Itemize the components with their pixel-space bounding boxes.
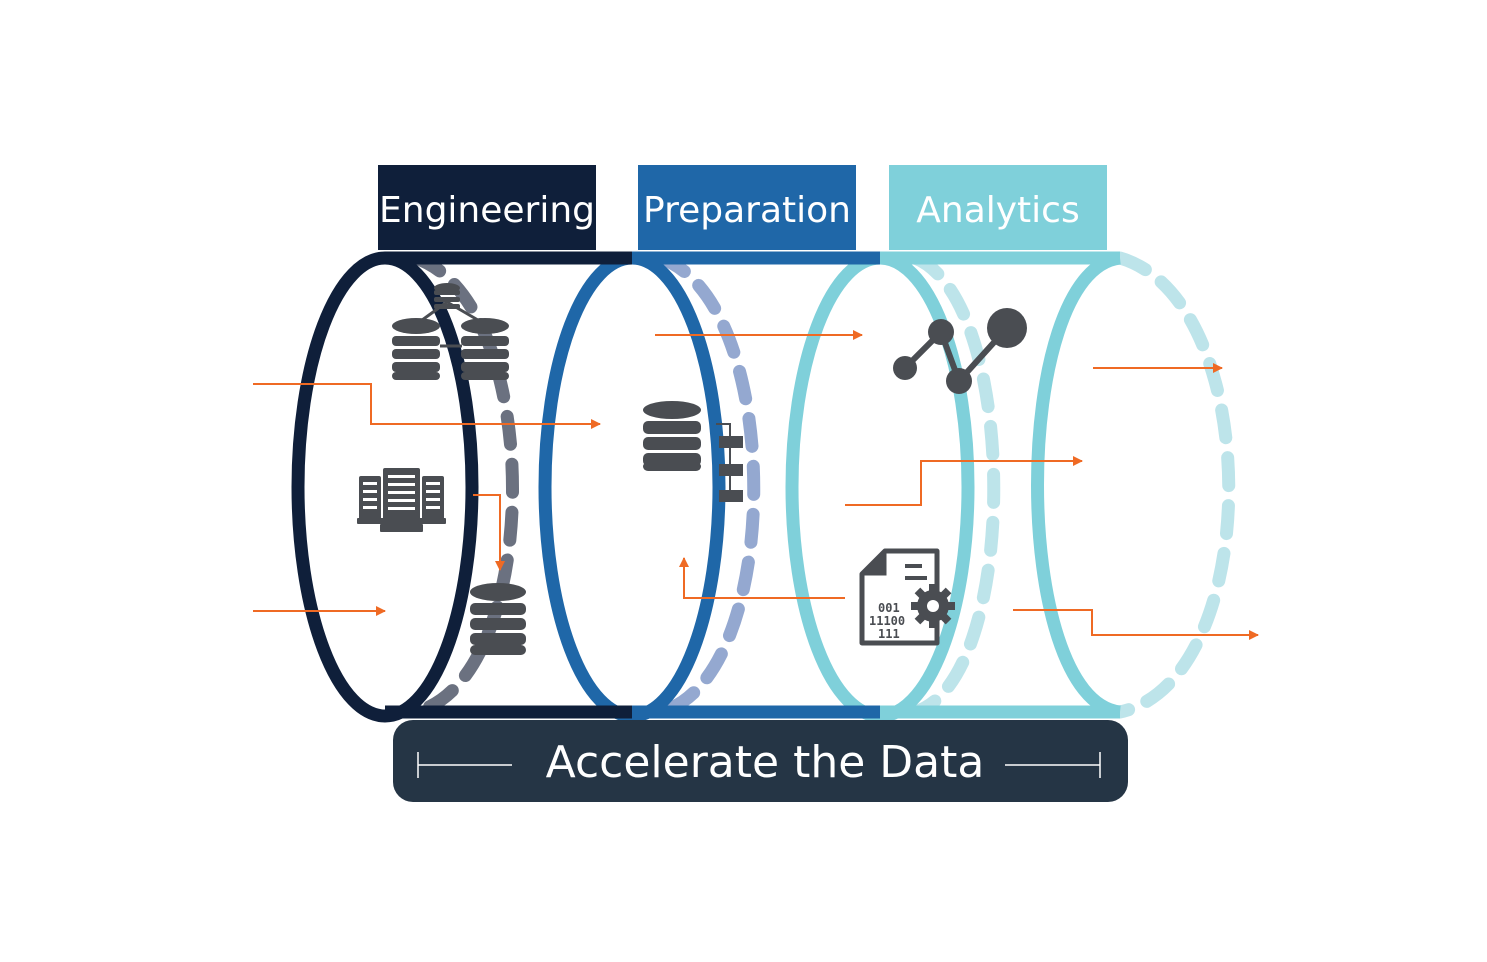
footer-right-bracket (1005, 752, 1101, 778)
tab-preparation-label: Preparation (643, 190, 851, 231)
tab-analytics: Analytics (889, 165, 1107, 250)
flow-arrow (1013, 609, 1259, 640)
flow-arrow (679, 557, 845, 599)
engineering-cylinder-back-dashed (408, 251, 519, 719)
analytics-cylinder-inner (785, 251, 1001, 723)
binary-line-3: 111 (878, 627, 900, 641)
tab-engineering-label: Engineering (379, 190, 595, 231)
footer-bar: Accelerate the Data (393, 720, 1128, 802)
tab-engineering: Engineering (378, 165, 596, 250)
binary-line-2: 11100 (869, 614, 905, 628)
flow-arrows (253, 330, 1259, 640)
server-rack-icon (357, 468, 446, 532)
binary-file-gear-icon: 001 11100 111 (859, 548, 955, 646)
footer-label: Accelerate the Data (546, 737, 985, 788)
preparation-cylinder (538, 251, 761, 723)
flow-arrow (845, 456, 1083, 506)
database-split-icon (643, 401, 743, 502)
flow-arrow (473, 494, 505, 571)
footer-left-bracket (417, 752, 512, 778)
line-graph-icon (893, 308, 1027, 394)
preparation-cylinder-back-dashed (653, 251, 761, 719)
binary-line-1: 001 (878, 601, 900, 615)
gear-icon (911, 584, 955, 628)
database-icon (470, 583, 526, 655)
analytics-inner-back-dashed (908, 251, 1001, 719)
tab-analytics-label: Analytics (916, 190, 1079, 231)
tab-preparation: Preparation (638, 165, 856, 250)
database-network-icon (392, 283, 509, 380)
preparation-cylinder-front (538, 251, 726, 723)
flow-arrow (253, 383, 601, 429)
cylinder-body-lines (385, 251, 1120, 719)
analytics-outer-front (1031, 251, 1122, 719)
analytics-outer-back-dashed (1113, 251, 1236, 719)
analytics-cylinder-outer (1031, 251, 1236, 719)
